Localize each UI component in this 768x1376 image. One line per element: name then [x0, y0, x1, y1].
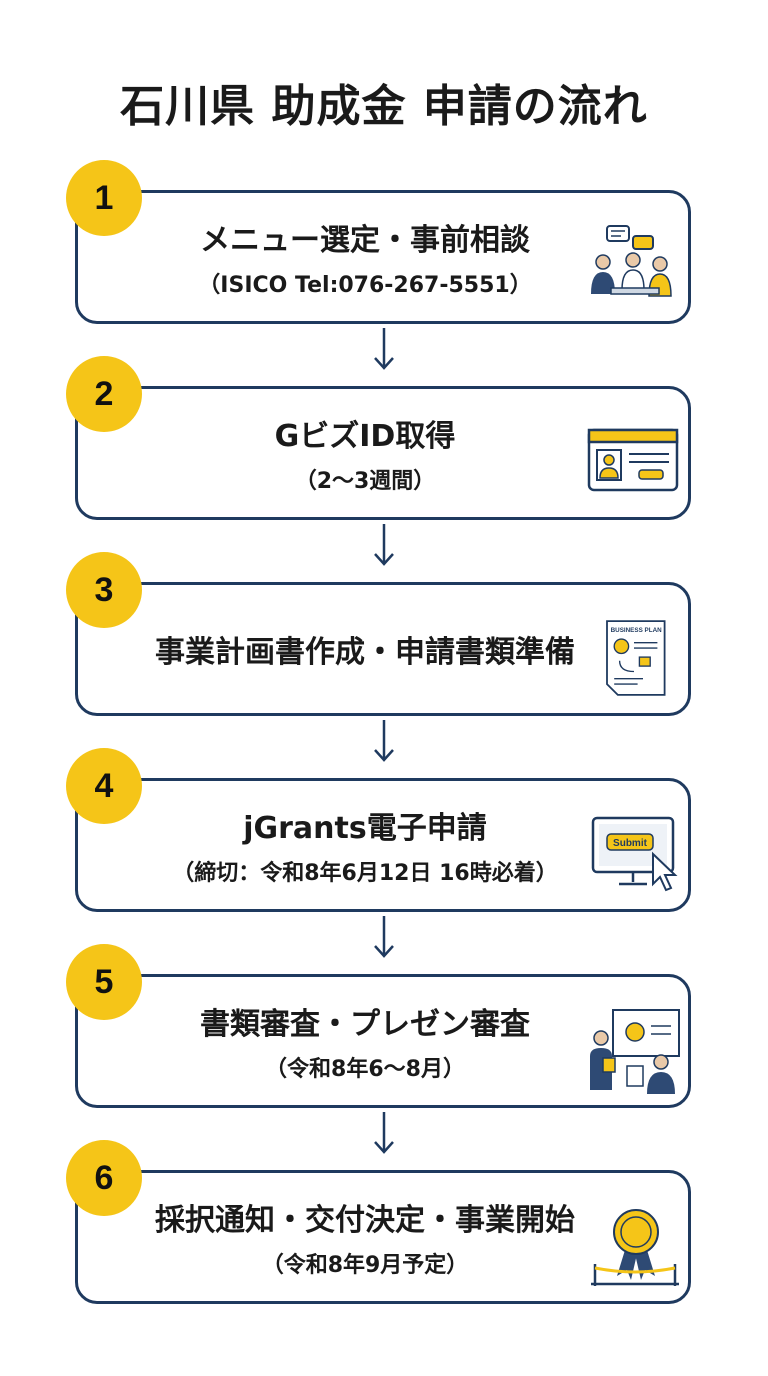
step-4: 4 jGrants電子申請 （締切：令和8年6月12日 16時必着） Submi… [0, 748, 768, 912]
id-card-icon [587, 428, 679, 492]
business-plan-label: BUSINESS PLAN [611, 627, 663, 634]
step-subtitle: （締切：令和8年6月12日 16時必着） [172, 861, 558, 886]
step-number-badge: 5 [66, 944, 142, 1020]
step-subtitle: （2〜3週間） [294, 469, 436, 494]
step-title: 書類審査・プレゼン審査 [200, 1007, 530, 1042]
step-text: 書類審査・プレゼン審査 （令和8年6〜8月） [75, 974, 615, 1108]
step-5: 5 書類審査・プレゼン審査 （令和8年6〜8月） [0, 944, 768, 1108]
arrow-down-icon [374, 328, 394, 370]
step-title: 事業計画書作成・申請書類準備 [155, 635, 575, 670]
arrow-down-icon [374, 916, 394, 958]
step-box [75, 974, 691, 1108]
step-text: メニュー選定・事前相談 （ISICO Tel:076-267-5551） [75, 190, 615, 324]
step-number-badge: 6 [66, 1140, 142, 1216]
step-subtitle: （令和8年9月予定） [261, 1253, 469, 1278]
step-title: GビズID取得 [274, 419, 456, 454]
step-text: jGrants電子申請 （締切：令和8年6月12日 16時必着） [75, 778, 615, 912]
step-box [75, 1170, 691, 1304]
arrow-down-icon [374, 720, 394, 762]
step-number-badge: 4 [66, 748, 142, 824]
step-box [75, 582, 691, 716]
step-1: 1 メニュー選定・事前相談 （ISICO Tel:076-267-5551） [0, 160, 768, 324]
step-box [75, 778, 691, 912]
step-number-badge: 1 [66, 160, 142, 236]
submit-monitor-icon: Submit [591, 816, 678, 892]
award-ribbon-icon [591, 1209, 679, 1286]
step-number-badge: 3 [66, 552, 142, 628]
step-number-badge: 2 [66, 356, 142, 432]
step-text: GビズID取得 （2〜3週間） [75, 386, 615, 520]
step-text: 事業計画書作成・申請書類準備 [75, 582, 615, 716]
arrow-down-icon [374, 524, 394, 566]
step-6: 6 採択通知・交付決定・事業開始 （令和8年9月予定） [0, 1140, 768, 1304]
step-subtitle: （ISICO Tel:076-267-5551） [198, 273, 532, 298]
submit-button-label: Submit [613, 838, 648, 849]
step-3: 3 事業計画書作成・申請書類準備 BUSINESS PLAN [0, 552, 768, 716]
step-subtitle: （令和8年6〜8月） [265, 1057, 465, 1082]
step-box [75, 190, 691, 324]
presentation-icon [590, 1009, 680, 1094]
step-text: 採択通知・交付決定・事業開始 （令和8年9月予定） [75, 1170, 615, 1304]
page-title: 石川県 助成金 申請の流れ [120, 81, 648, 132]
business-plan-icon: BUSINESS PLAN [606, 620, 666, 696]
arrow-down-icon [374, 1112, 394, 1154]
consultation-icon [591, 225, 672, 297]
step-2: 2 GビズID取得 （2〜3週間） [0, 356, 768, 520]
step-title: jGrants電子申請 [243, 811, 487, 846]
step-title: 採択通知・交付決定・事業開始 [155, 1203, 575, 1238]
step-title: メニュー選定・事前相談 [200, 223, 530, 258]
